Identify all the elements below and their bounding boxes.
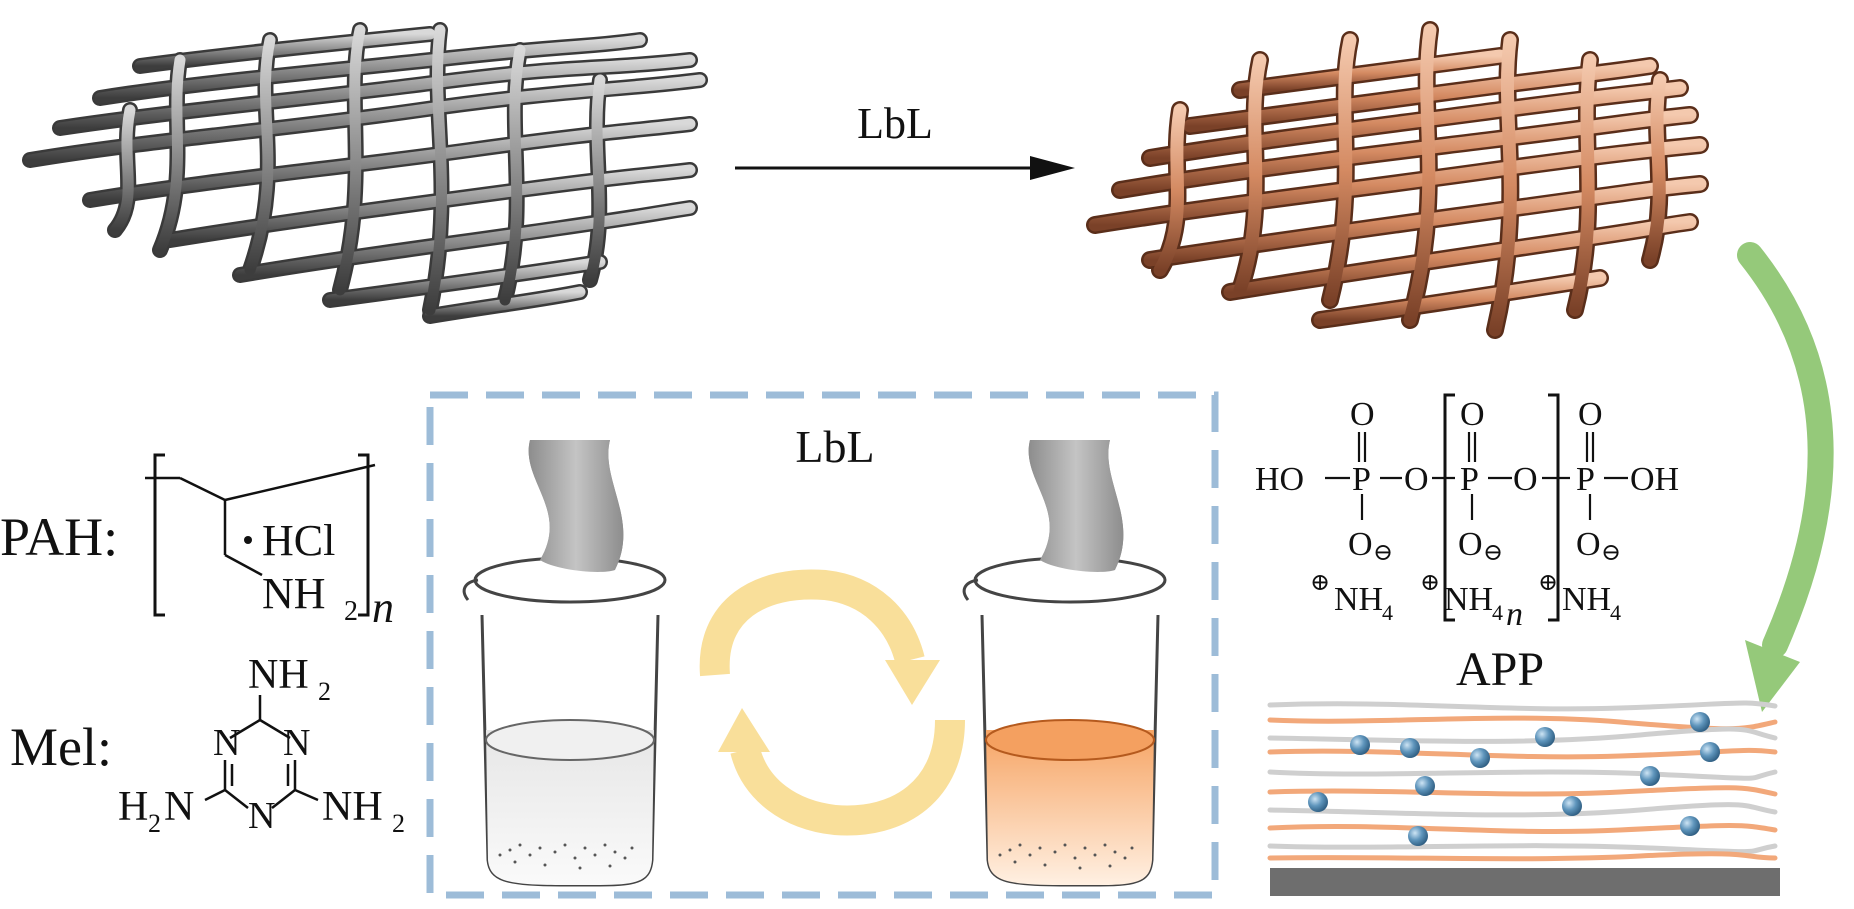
cycle-arrows <box>699 569 965 836</box>
pah-n: n <box>372 583 394 632</box>
mel-ring-n-right: N <box>283 722 310 764</box>
app-p-3: P <box>1576 461 1595 498</box>
mel-h2n-sub: 2 <box>148 809 161 838</box>
app-minus-2: ⊖ <box>1483 540 1503 566</box>
cycle-label: LbL <box>795 421 874 472</box>
app-structure: O O O HO P O P O P OH O <box>1255 393 1679 696</box>
app-oh: OH <box>1630 461 1679 498</box>
cycle-arrowhead-right <box>885 660 940 705</box>
pah-nh-sub: 2 <box>344 596 358 627</box>
app-nh4-1: NH <box>1334 581 1383 618</box>
app-minus-1: ⊖ <box>1373 540 1393 566</box>
app-nh4-sub-3: 4 <box>1610 600 1621 625</box>
app-o-top-1: O <box>1350 396 1375 433</box>
sediment-left <box>498 843 634 870</box>
app-nh4-sub-2: 4 <box>1492 600 1503 625</box>
lbl-arrow: LbL <box>735 99 1075 180</box>
cycle-arrowhead-left <box>718 708 770 752</box>
mel-h2n-h: H <box>118 784 148 830</box>
app-minus-3: ⊖ <box>1601 540 1621 566</box>
mel-structure: Mel: NH 2 N N N H 2 N NH 2 <box>10 652 405 838</box>
app-o-top-2: O <box>1460 396 1485 433</box>
app-o-minus-2: O <box>1458 526 1483 563</box>
app-p-1: P <box>1352 461 1371 498</box>
green-arrow <box>1737 242 1834 712</box>
mel-ring-n-bottom: N <box>248 795 275 837</box>
pah-structure: PAH: HCl NH 2 n <box>0 453 394 632</box>
mel-nh-right-sub: 2 <box>392 809 405 838</box>
dashed-box <box>426 391 1219 899</box>
substrate <box>1270 868 1780 896</box>
beaker-left <box>462 440 667 887</box>
app-o-bridge-1: O <box>1404 461 1429 498</box>
app-nh4-sub-1: 4 <box>1382 600 1393 625</box>
beaker-right <box>962 440 1167 887</box>
app-o-top-3: O <box>1578 396 1603 433</box>
app-plus-2: ⊕ <box>1420 570 1440 596</box>
app-o-minus-1: O <box>1348 526 1373 563</box>
pah-hcl: HCl <box>262 516 335 565</box>
pah-nh: NH <box>262 569 326 618</box>
app-p-2: P <box>1460 461 1479 498</box>
mel-h2n-n: N <box>164 784 194 830</box>
app-plus-1: ⊕ <box>1310 570 1330 596</box>
app-particles <box>1308 712 1720 846</box>
mel-nh-right: NH <box>322 784 383 830</box>
top-arrow-label: LbL <box>857 99 933 148</box>
app-nh4-2: NH <box>1444 581 1493 618</box>
coated-fabric <box>1267 700 1780 896</box>
mel-label: Mel: <box>10 717 112 777</box>
app-ho: HO <box>1255 461 1304 498</box>
gray-mesh <box>22 22 708 324</box>
app-o-bridge-2: O <box>1513 461 1538 498</box>
app-n: n <box>1506 596 1523 633</box>
mel-nh-top-sub: 2 <box>318 677 331 706</box>
app-label: APP <box>1456 643 1544 696</box>
app-nh4-3: NH <box>1562 581 1611 618</box>
copper-mesh <box>1086 21 1709 339</box>
app-o-minus-3: O <box>1576 526 1601 563</box>
mel-nh-top: NH <box>248 652 309 698</box>
pah-label: PAH: <box>0 507 118 567</box>
app-plus-3: ⊕ <box>1538 570 1558 596</box>
sediment-right <box>998 843 1134 870</box>
mel-ring-n-left: N <box>213 722 240 764</box>
